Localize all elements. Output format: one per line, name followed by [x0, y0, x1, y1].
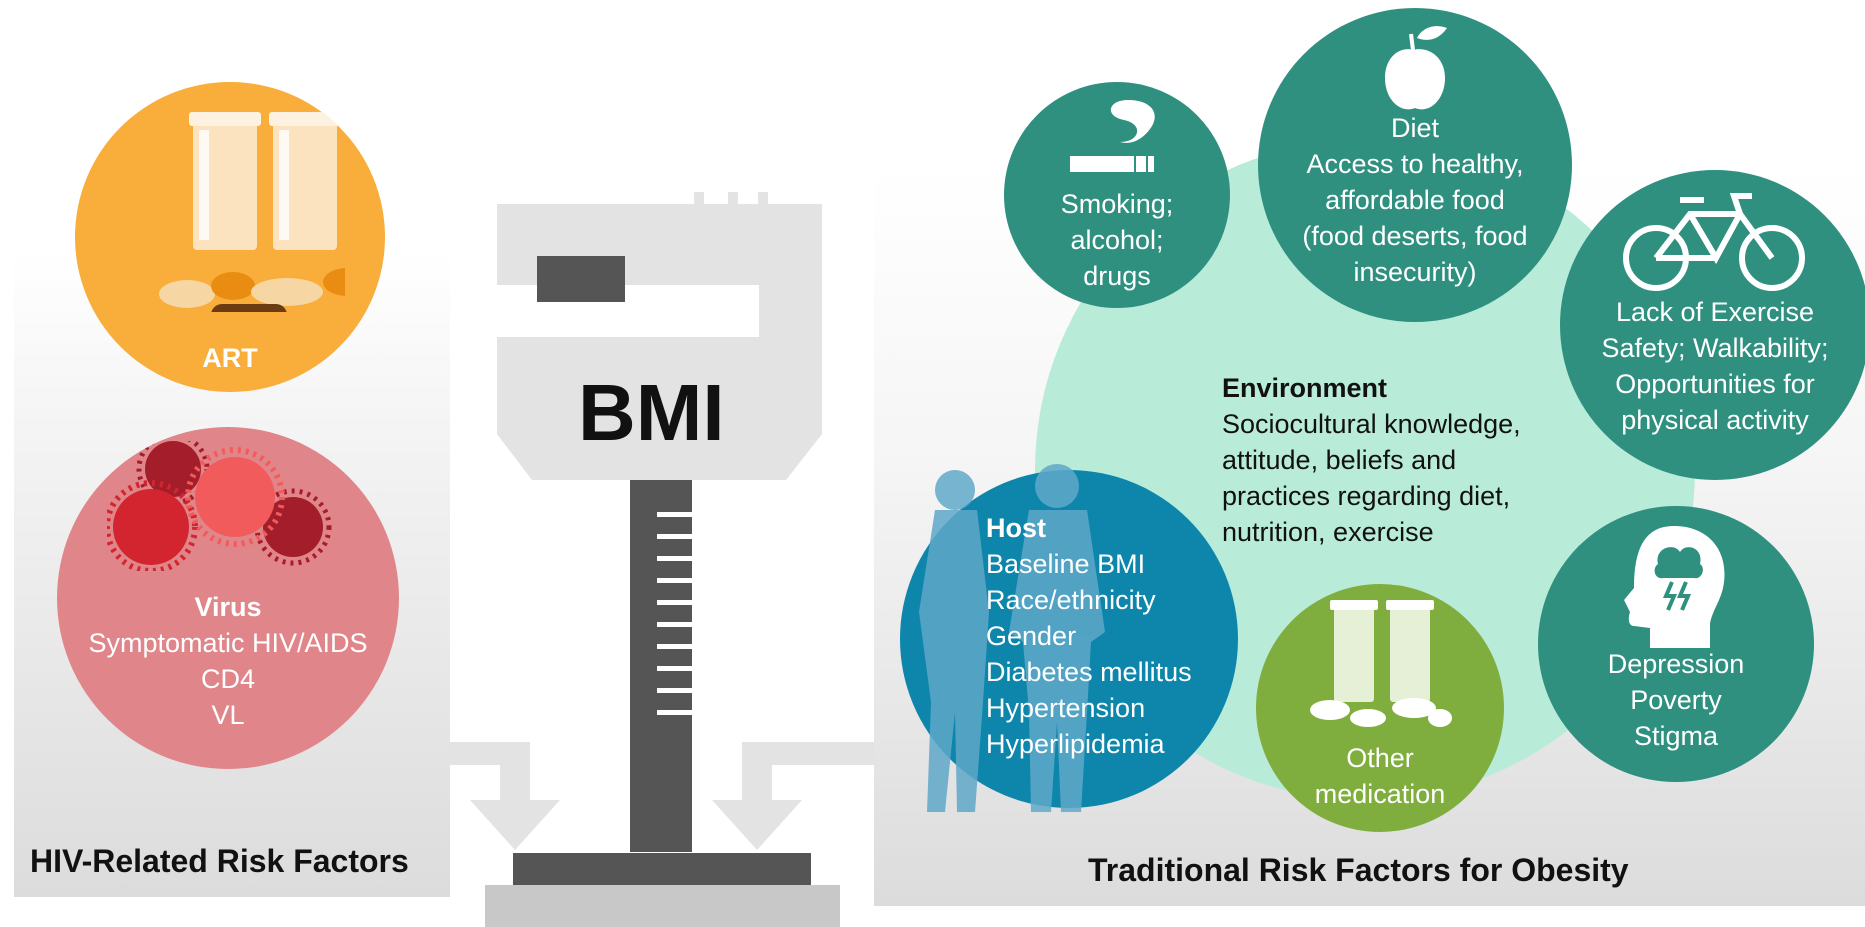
depression-circle: Depression Poverty Stigma: [1538, 506, 1814, 782]
depression-line: Poverty: [1630, 685, 1722, 715]
art-circle: ART: [75, 82, 385, 392]
environment-heading: Environment: [1222, 373, 1388, 403]
head-storm-icon: [1624, 526, 1725, 648]
diet-line: insecurity): [1353, 257, 1477, 287]
medication-line: medication: [1314, 779, 1446, 809]
host-text: Host Baseline BMI Race/ethnicity Gender …: [986, 510, 1192, 762]
smoking-line: drugs: [1083, 261, 1151, 291]
virus-icon: [107, 441, 332, 571]
host-heading: Host: [986, 513, 1046, 543]
exercise-line: physical activity: [1621, 405, 1809, 435]
host-line: Hypertension: [986, 693, 1146, 723]
host-line: Gender: [986, 621, 1077, 651]
virus-heading: Virus: [194, 592, 262, 622]
virus-line: Symptomatic HIV/AIDS: [88, 628, 368, 658]
smoking-line: Smoking;: [1060, 189, 1174, 219]
bicycle-icon: [1623, 193, 1805, 291]
cigarette-icon: [1070, 100, 1155, 172]
host-line: Baseline BMI: [986, 549, 1146, 579]
exercise-line: Opportunities for: [1615, 369, 1815, 399]
environment-text: Environment Sociocultural knowledge, att…: [1222, 370, 1521, 550]
medication-line: Other: [1346, 743, 1414, 773]
diet-line: Access to healthy,: [1306, 149, 1524, 179]
smoking-line: alcohol;: [1070, 225, 1164, 255]
diet-line: (food deserts, food: [1302, 221, 1528, 251]
host-line: Hyperlipidemia: [986, 729, 1165, 759]
smoking-circle: Smoking; alcohol; drugs: [1004, 82, 1230, 308]
diet-circle: Diet Access to healthy, affordable food …: [1258, 8, 1572, 322]
hiv-panel-title: HIV-Related Risk Factors: [30, 843, 409, 879]
apple-icon: [1385, 26, 1447, 110]
depression-line: Stigma: [1633, 721, 1719, 751]
host-line: Race/ethnicity: [986, 585, 1156, 615]
diet-heading: Diet: [1390, 113, 1439, 143]
obesity-panel-title: Traditional Risk Factors for Obesity: [1088, 852, 1629, 888]
medication-circle: Other medication: [1256, 584, 1504, 832]
exercise-line: Safety; Walkability;: [1601, 333, 1829, 363]
virus-circle: Virus Symptomatic HIV/AIDS CD4 VL: [57, 427, 399, 769]
host-line: Diabetes mellitus: [986, 657, 1192, 687]
exercise-heading: Lack of Exercise: [1615, 297, 1815, 327]
environment-line: Sociocultural knowledge,: [1222, 409, 1521, 439]
pill-bottles-icon: [1310, 600, 1452, 727]
measuring-scale-icon: [450, 192, 874, 927]
depression-line: Depression: [1607, 649, 1745, 679]
bmi-label: BMI: [578, 368, 725, 457]
pill-bottles-icon: [159, 112, 345, 312]
virus-line: CD4: [200, 664, 255, 694]
environment-line: attitude, beliefs and: [1222, 445, 1457, 475]
exercise-circle: Lack of Exercise Safety; Walkability; Op…: [1560, 170, 1865, 480]
environment-line: nutrition, exercise: [1222, 517, 1434, 547]
diet-line: affordable food: [1325, 185, 1505, 215]
environment-line: practices regarding diet,: [1222, 481, 1511, 511]
art-heading: ART: [202, 343, 258, 373]
people-silhouette-icon: [919, 464, 1105, 812]
virus-line: VL: [211, 700, 245, 730]
